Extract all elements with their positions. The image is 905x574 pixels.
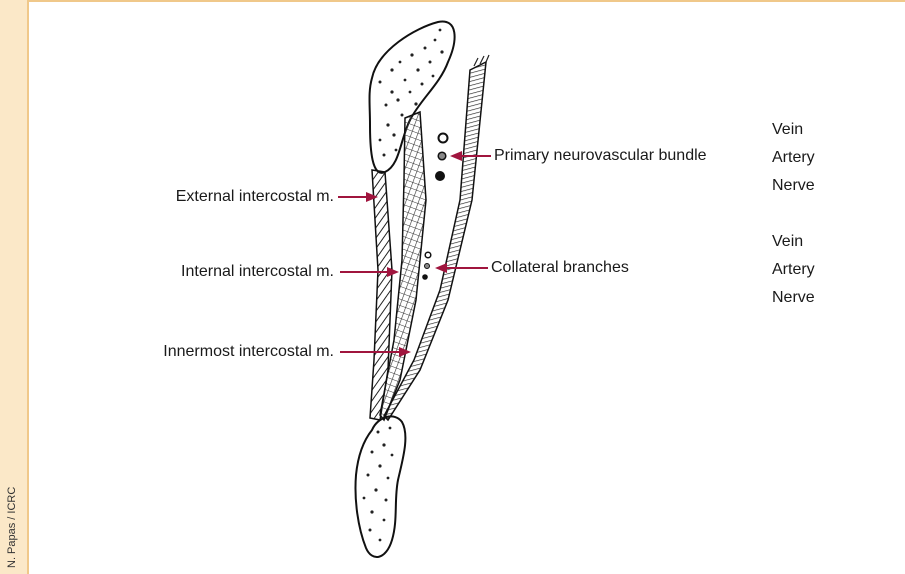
primary-artery-label: Artery	[772, 149, 815, 167]
arrow-collateral	[435, 263, 488, 273]
primary-vein-label: Vein	[772, 121, 803, 139]
label-innermost-intercostal: Innermost intercostal m.	[163, 343, 334, 361]
arrow-internal	[340, 267, 399, 277]
collateral-vein-label: Vein	[772, 233, 803, 251]
primary-neurovascular-bundle	[435, 134, 448, 182]
collateral-nerve-label: Nerve	[772, 289, 815, 307]
collateral-artery-label: Artery	[772, 261, 815, 279]
label-internal-intercostal: Internal intercostal m.	[181, 263, 334, 281]
lower-rib	[355, 416, 405, 557]
arrow-external	[338, 192, 378, 202]
label-external-intercostal: External intercostal m.	[176, 188, 334, 206]
label-primary-neurovascular-bundle: Primary neurovascular bundle	[494, 147, 707, 165]
label-collateral-branches: Collateral branches	[491, 259, 629, 277]
primary-nerve-label: Nerve	[772, 177, 815, 195]
collateral-branches	[422, 252, 431, 280]
